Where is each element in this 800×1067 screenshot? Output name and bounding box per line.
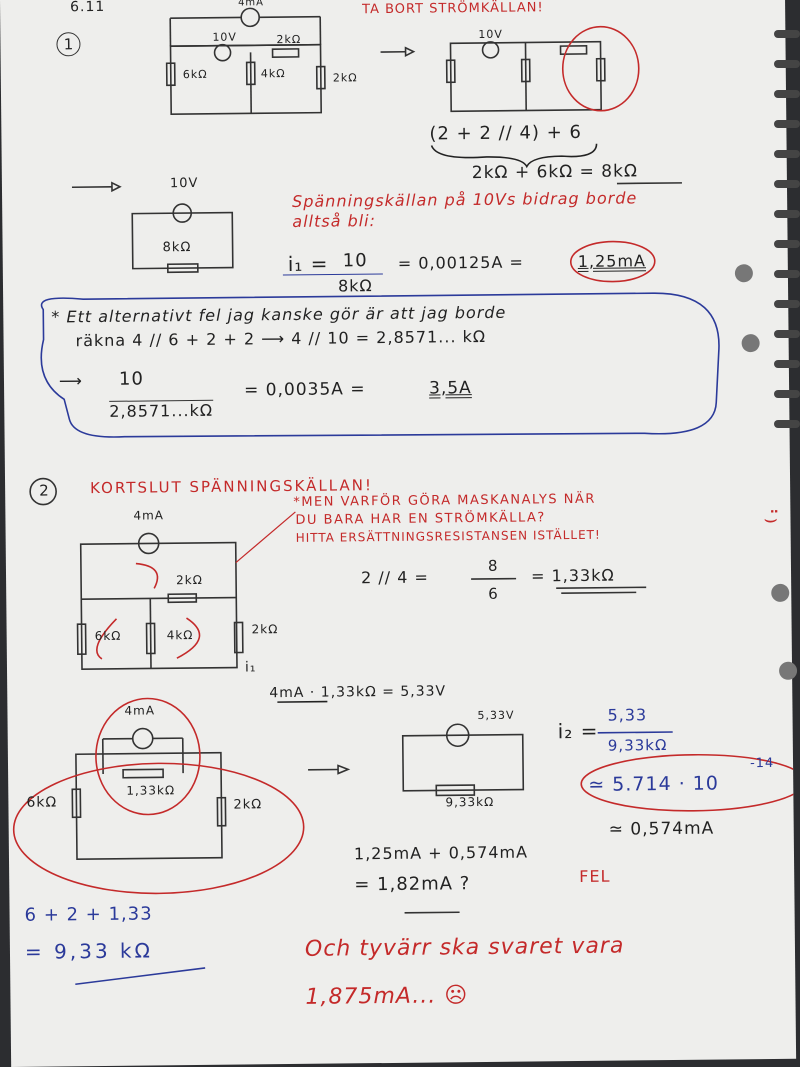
label: 6kΩ — [182, 67, 208, 82]
label: 6kΩ — [94, 628, 122, 644]
wrong-mark: FEL — [579, 866, 611, 886]
thevenin-voltage: 4mA · 1,33kΩ = 5,33V — [269, 683, 447, 702]
label: 1,33kΩ — [126, 783, 176, 798]
circuit-4 — [401, 723, 525, 797]
equivalent-expression: (2 + 2 // 4) + 6 — [429, 121, 583, 145]
circuit-1b — [445, 25, 640, 113]
equivalent-sum: 2kΩ + 6kΩ = 8kΩ — [471, 161, 638, 184]
comment-line: *MEN VARFÖR GÖRA MASKANALYS NÄR — [293, 491, 596, 510]
comment-line: DU BARA HAR EN STRÖMKÄLLA? — [295, 510, 546, 528]
label: 5,33V — [477, 708, 515, 723]
punch-hole — [771, 583, 790, 602]
total-result: = 1,82mA ? — [354, 873, 471, 896]
alternative-decimal: = 0,0035A = — [243, 379, 366, 401]
parallel-expr: 2 // 4 = — [360, 567, 429, 588]
req-sum: 6 + 2 + 1,33 — [24, 903, 153, 926]
label: 10V — [169, 175, 199, 192]
label: 10V — [478, 27, 503, 41]
fraction-num: 8 — [487, 556, 499, 575]
fraction-den: 8kΩ — [337, 276, 373, 296]
section-1-number: 1 — [56, 32, 81, 57]
circuit-simple-1 — [131, 203, 234, 274]
label: 8kΩ — [162, 240, 192, 256]
circuit-2 — [76, 511, 296, 670]
fraction-den: 9,33kΩ — [607, 736, 668, 755]
label: 2kΩ — [276, 32, 302, 47]
punch-hole — [741, 334, 760, 353]
fraction-num: 10 — [342, 250, 368, 272]
total-sum: 1,25mA + 0,574mA — [353, 842, 529, 864]
i1-result: 1,25mA — [577, 251, 647, 271]
i2-label: i₂ = — [557, 718, 599, 744]
label: 10V — [212, 30, 237, 44]
label: 2kΩ — [233, 797, 263, 813]
i2-approx: ≃ 5.714 · 10 — [588, 772, 720, 796]
label: 4mA — [124, 703, 156, 718]
label: 2kΩ — [332, 71, 358, 85]
closing-line-1: Och tyvärr ska svaret vara — [304, 933, 625, 962]
arrow-icon: ⟶ — [58, 371, 84, 391]
punch-hole — [734, 264, 753, 283]
label: 6kΩ — [26, 794, 58, 811]
label: 2kΩ — [176, 572, 203, 588]
fraction-den: 6 — [488, 584, 499, 603]
i1-decimal: = 0,00125A = — [397, 252, 524, 273]
fraction-den: 2,8571...kΩ — [109, 399, 214, 421]
punch-hole — [778, 661, 798, 680]
alternative-result: 3,5A — [428, 378, 472, 399]
closing-line-2: 1,875mA... ☹ — [305, 983, 469, 1010]
label: 9,33kΩ — [445, 794, 495, 810]
face-icon: ⌣̈ — [763, 506, 780, 533]
fraction-num: 10 — [118, 368, 144, 390]
i1-label: i₁ = — [287, 251, 329, 277]
circuit-1 — [165, 7, 326, 116]
label: 4kΩ — [166, 628, 194, 643]
section-2-number: 2 — [39, 481, 49, 500]
spiral-binding — [774, 0, 800, 500]
page-number: 6.11 — [69, 0, 106, 16]
fraction-num: 5,33 — [607, 705, 648, 725]
circuit-3 — [12, 697, 305, 895]
i2-ma: ≃ 0,574mA — [608, 818, 715, 840]
section-1-title: TA BORT STRÖMKÄLLAN! — [362, 0, 544, 18]
req-result: = 9,33 kΩ — [24, 938, 153, 964]
note: Spänningskällan på 10Vs bidrag borde all… — [292, 188, 638, 231]
label: 4mA — [237, 0, 265, 9]
label: 2kΩ — [251, 622, 279, 637]
label: i₁ — [244, 659, 257, 676]
i2-exponent: -14 — [749, 755, 775, 772]
parallel-result: = 1,33kΩ — [530, 565, 615, 586]
label: 4mA — [133, 508, 165, 523]
label: 4kΩ — [260, 67, 286, 81]
